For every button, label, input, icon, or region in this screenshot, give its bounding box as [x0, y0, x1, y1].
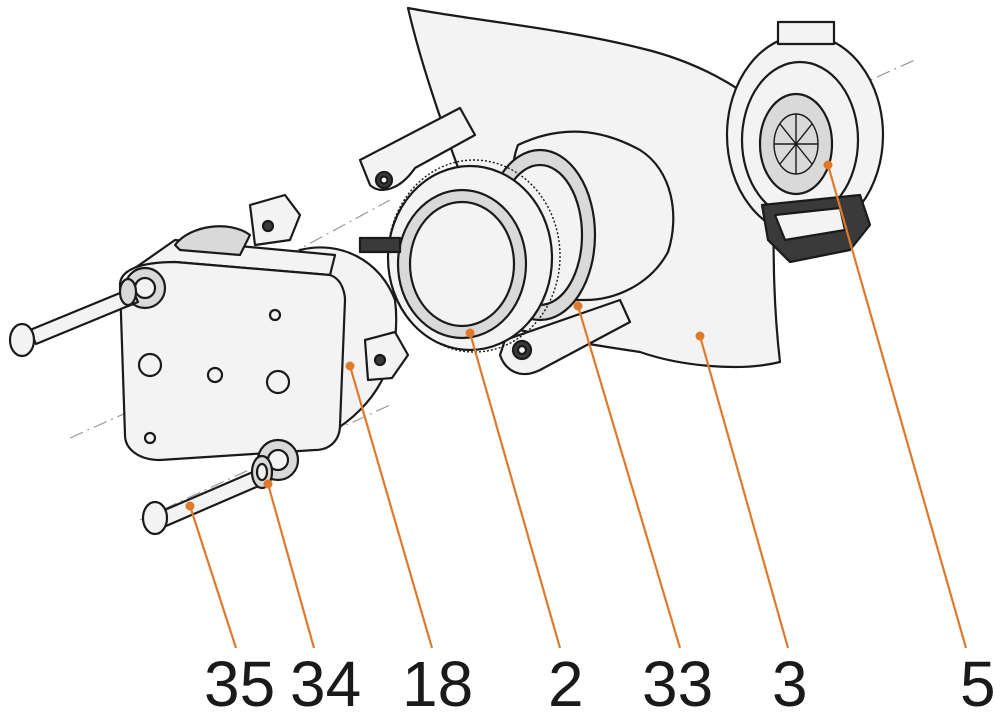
callout-label-3: 3: [772, 648, 808, 713]
driver-box: [118, 225, 347, 482]
leader-dot-2: [465, 328, 475, 338]
callout-label-33: 33: [642, 648, 713, 713]
rear-socket-part-5: [725, 20, 885, 264]
callout-label-2: 2: [548, 648, 584, 713]
leader-dot-3: [695, 331, 705, 341]
leader-line-3: [698, 335, 790, 649]
callout-leaders: [185, 160, 968, 649]
lock-ring-part-2: [386, 159, 561, 353]
callout-label-18: 18: [402, 648, 473, 713]
screw-upper: [8, 277, 140, 358]
screw-part-35: [141, 466, 270, 536]
leader-dot-18: [345, 361, 355, 371]
washer-part-34: [250, 454, 274, 490]
leader-dot-34: [263, 479, 273, 489]
leader-line-34: [266, 483, 316, 649]
leader-line-5: [826, 164, 968, 649]
callout-label-35: 35: [204, 648, 275, 713]
leader-dot-33: [573, 301, 583, 311]
leader-line-35: [188, 505, 238, 649]
callout-label-34: 34: [290, 648, 361, 713]
leader-line-33: [576, 305, 682, 649]
leader-dot-5: [823, 160, 833, 170]
leader-line-18: [348, 365, 434, 649]
callout-labels: 35 34 18 2 33 3 5: [204, 648, 996, 713]
leader-dot-35: [185, 501, 195, 511]
leader-line-2: [468, 332, 562, 649]
callout-label-5: 5: [960, 648, 996, 713]
